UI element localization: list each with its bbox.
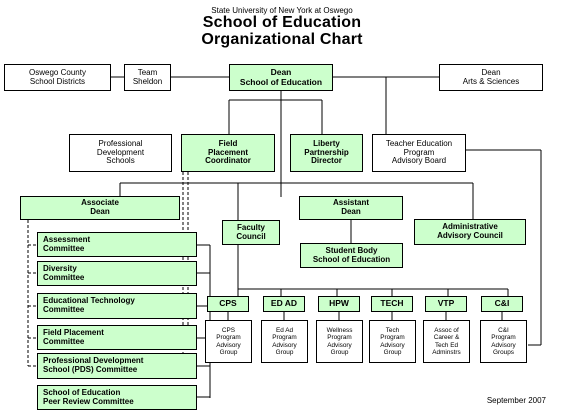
field-placement-committee-box: Field Placement Committee: [37, 325, 197, 350]
field-placement-coordinator-box: Field Placement Coordinator: [181, 134, 275, 172]
associate-dean-box: Associate Dean: [20, 196, 180, 220]
dean-school-of-education-box: Dean School of Education: [229, 64, 333, 91]
pds-committee-box: Professional Development School (PDS) Co…: [37, 353, 197, 379]
assistant-dean-box: Assistant Dean: [299, 196, 403, 220]
ci-advisory-group-box: C&I Program Advisory Groups: [480, 320, 527, 363]
vtp-advisory-group-box: Assoc of Career & Tech Ed Adminstrs: [423, 320, 470, 363]
university-name: State University of New York at Oswego: [211, 6, 353, 15]
department-edad-box: ED AD: [263, 296, 305, 312]
professional-development-schools-box: Professional Development Schools: [69, 134, 172, 172]
department-cps-box: CPS: [207, 296, 249, 312]
chart-title-line2: Organizational Chart: [201, 31, 363, 48]
administrative-advisory-council-box: Administrative Advisory Council: [414, 219, 526, 245]
hpw-advisory-group-box: Wellness Program Advisory Group: [316, 320, 363, 363]
assessment-committee-box: Assessment Committee: [37, 232, 197, 257]
educational-technology-committee-box: Educational Technology Committee: [37, 293, 197, 319]
faculty-council-box: Faculty Council: [222, 220, 280, 245]
department-hpw-box: HPW: [318, 296, 360, 312]
chart-date: September 2007: [486, 396, 546, 405]
department-ci-box: C&I: [481, 296, 523, 312]
chart-title-line1: School of Education: [202, 14, 362, 31]
tech-advisory-group-box: Tech Program Advisory Group: [369, 320, 416, 363]
student-body-box: Student Body School of Education: [300, 243, 403, 268]
team-sheldon-box: Team Sheldon: [124, 64, 171, 91]
edad-advisory-group-box: Ed Ad Program Advisory Group: [261, 320, 308, 363]
department-tech-box: TECH: [371, 296, 413, 312]
diversity-committee-box: Diversity Committee: [37, 261, 197, 286]
department-vtp-box: VTP: [425, 296, 467, 312]
cps-advisory-group-box: CPS Program Advisory Group: [205, 320, 252, 363]
peer-review-committee-box: School of Education Peer Review Committe…: [37, 385, 197, 410]
teacher-education-advisory-board-box: Teacher Education Program Advisory Board: [372, 134, 466, 172]
dean-arts-sciences-box: Dean Arts & Sciences: [439, 64, 543, 91]
oswego-county-box: Oswego County School Districts: [4, 64, 111, 91]
liberty-partnership-director-box: Liberty Partnership Director: [290, 134, 363, 172]
